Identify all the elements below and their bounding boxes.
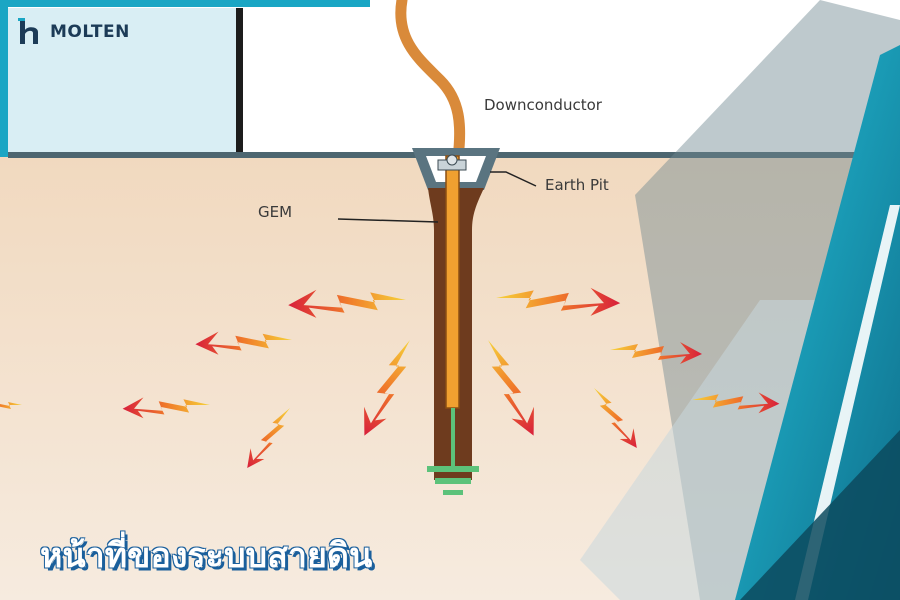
earth-pit-leader-line bbox=[490, 171, 537, 187]
molten-h-logo-icon bbox=[18, 18, 38, 44]
gem-label: GEM bbox=[258, 203, 292, 221]
decor-shape-white-stripe bbox=[795, 205, 900, 600]
decor-shape-dark bbox=[740, 430, 900, 600]
left-window-panel bbox=[8, 8, 240, 157]
decor-shape-teal bbox=[735, 45, 900, 600]
brand-name: MOLTEN bbox=[50, 22, 130, 42]
ground-symbol-stem bbox=[451, 408, 455, 466]
downconductor-label: Downconductor bbox=[484, 96, 603, 114]
ground-symbol-bar-2 bbox=[435, 478, 471, 484]
earth-pit-label: Earth Pit bbox=[545, 176, 609, 194]
rod-bolt-head bbox=[446, 154, 458, 166]
window-frame-post bbox=[236, 8, 243, 157]
ground-symbol-bar-1 bbox=[427, 466, 479, 472]
downconductor-wire bbox=[395, 0, 466, 164]
ground-symbol-bar-3 bbox=[443, 490, 463, 495]
top-teal-bar bbox=[8, 0, 370, 7]
page-headline: หน้าที่ของระบบสายดิน bbox=[40, 536, 373, 576]
brand-logo: MOLTEN bbox=[18, 18, 130, 46]
ground-rod bbox=[445, 155, 460, 409]
gem-leader-line bbox=[337, 218, 439, 223]
